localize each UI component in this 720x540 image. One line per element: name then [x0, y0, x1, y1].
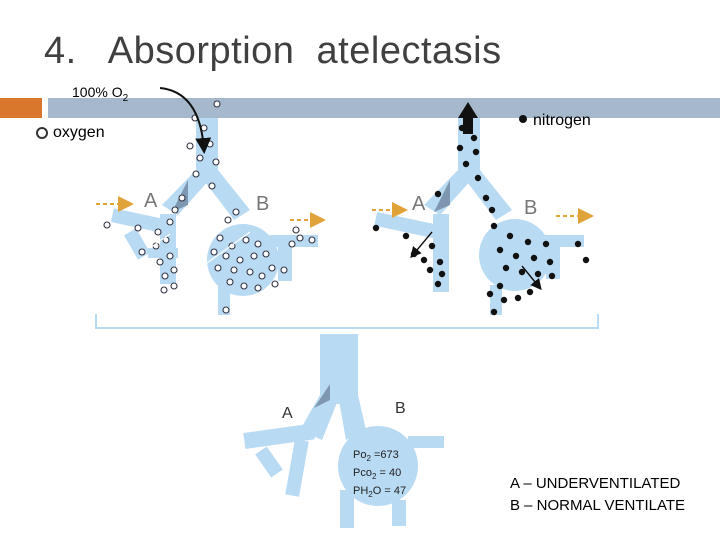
- bottom-alveolus-b-label: B: [395, 400, 406, 417]
- left-airway: [110, 118, 318, 315]
- pco2-line: Pco2 = 40: [353, 467, 402, 482]
- left-alveolus-a-label: A: [144, 190, 158, 212]
- oxygen-label: oxygen: [53, 124, 105, 141]
- ventilation-arrows: [96, 196, 594, 228]
- o2-supply-label: 100% O2: [72, 84, 129, 104]
- legend-line-a: A – UNDERVENTILATED: [510, 475, 681, 492]
- left-alveolus-b-label: B: [256, 193, 270, 215]
- right-airway: [374, 118, 584, 315]
- nitrogen-out-arrow: [458, 102, 478, 118]
- right-alveolus-a-label: A: [412, 193, 426, 215]
- right-airway-notch: [434, 180, 450, 212]
- ventilation-legend: A – UNDERVENTILATED B – NORMAL VENTILATE: [510, 473, 685, 517]
- bottom-airway: [243, 334, 444, 528]
- bottom-alveolus-a-label: A: [282, 405, 293, 422]
- bottom-airway-notch: [314, 384, 330, 408]
- oxygen-swatch: [36, 127, 48, 139]
- accent-bar: [0, 98, 42, 118]
- ph2o-line: PH2O = 47: [353, 485, 407, 500]
- nitrogen-swatch: [519, 115, 527, 123]
- right-alveolus-b-label: B: [524, 197, 538, 219]
- po2-line: Po2 =673: [353, 449, 399, 464]
- slide-title: 4. Absorption atelectasis: [44, 30, 502, 72]
- legend-line-b: B – NORMAL VENTILATE: [510, 497, 686, 514]
- gas-pressure-values: Po2 =673 Pco2 = 40 PH2O = 47: [353, 448, 406, 503]
- o2-supply-arrow: [159, 87, 212, 154]
- oxygen-molecules: [103, 100, 316, 314]
- bracket: [95, 314, 599, 329]
- nitrogen-label: nitrogen: [533, 112, 591, 129]
